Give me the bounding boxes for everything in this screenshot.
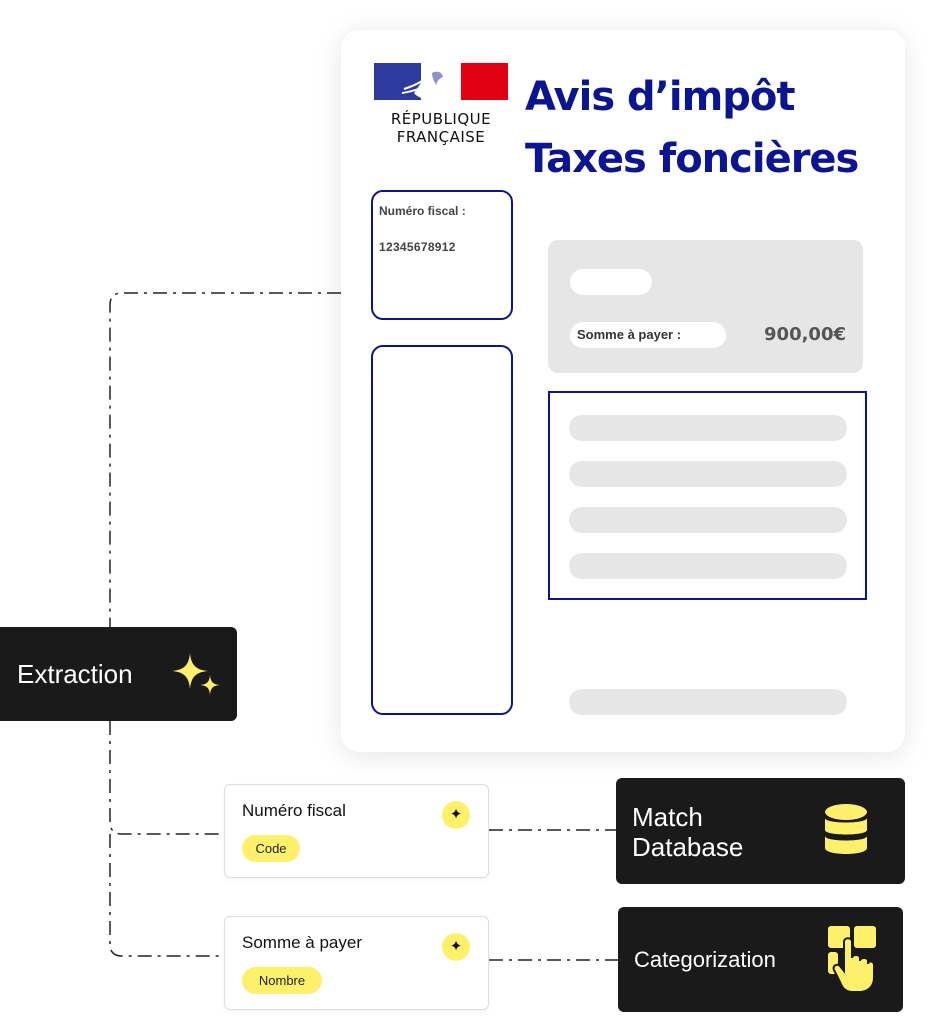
field-type-badge: Code <box>242 835 300 862</box>
title-line-1: Avis d’impôt <box>525 74 796 120</box>
details-highlight-box <box>548 391 867 600</box>
placeholder-line <box>569 689 847 715</box>
match-database-label: Match Database <box>632 802 743 862</box>
amount-value: 900,00€ <box>764 324 846 345</box>
sparkle-icon: ✦ <box>442 933 470 961</box>
amount-placeholder-pill <box>570 269 652 295</box>
amount-card <box>548 240 863 373</box>
marianne-logo <box>374 63 508 100</box>
categorization-label: Categorization <box>634 947 776 972</box>
field-card-label: Numéro fiscal <box>242 801 346 820</box>
republique-francaise-label: RÉPUBLIQUE FRANÇAISE <box>374 110 508 146</box>
database-line: Database <box>632 832 744 862</box>
database-icon <box>825 804 867 854</box>
connector-extraction-to-fiscal <box>109 721 224 835</box>
field-card-fiscal-number <box>224 784 489 878</box>
field-type-badge: Nombre <box>242 967 322 994</box>
extraction-label: Extraction <box>17 659 133 689</box>
fiscal-number-label: Numéro fiscal : <box>379 204 466 218</box>
field-card-amount <box>224 916 489 1010</box>
francaise-line: FRANÇAISE <box>396 128 486 146</box>
left-column-box <box>371 345 513 715</box>
field-card-label: Somme à payer <box>242 933 362 952</box>
connector-doc-to-extraction <box>109 292 341 627</box>
pointer-grid-icon <box>828 926 876 992</box>
republique-line: RÉPUBLIQUE <box>390 110 492 128</box>
fiscal-number-highlight-box <box>371 190 513 320</box>
sparkle-icon: ✦ <box>442 801 470 829</box>
amount-label-pill: Somme à payer : <box>570 322 726 348</box>
document-title: Avis d’impôt Taxes foncières <box>525 66 859 190</box>
title-line-2: Taxes foncières <box>525 136 859 182</box>
connector-extraction-to-amount <box>109 834 224 957</box>
placeholder-line <box>569 415 847 441</box>
match-line: Match <box>632 802 703 832</box>
placeholder-line <box>569 507 847 533</box>
sparkles-icon <box>172 653 220 695</box>
placeholder-line <box>569 553 847 579</box>
placeholder-line <box>569 461 847 487</box>
fiscal-number-value: 12345678912 <box>379 240 456 254</box>
extraction-box <box>0 627 237 721</box>
